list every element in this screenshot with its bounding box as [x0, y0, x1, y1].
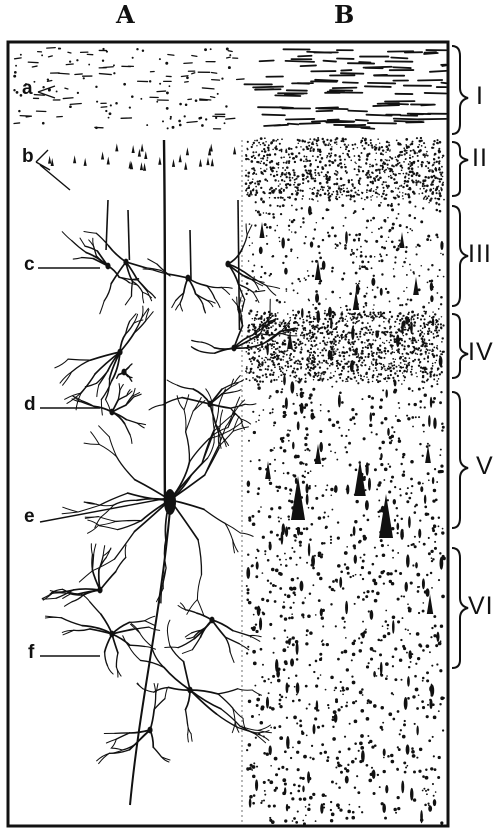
panel-a-neurons [42, 140, 297, 805]
layer-label-3: III [468, 240, 492, 269]
layer-label-5: V [476, 452, 494, 481]
cell-label-a: a [22, 78, 33, 100]
layer-braces [452, 46, 468, 668]
brace-4 [452, 314, 468, 378]
panel-label-b: B [334, 0, 354, 29]
leader-a [38, 86, 55, 98]
cell-label-b: b [22, 146, 34, 168]
layer-label-6: VI [468, 592, 494, 621]
brace-1 [452, 46, 468, 134]
brace-3 [452, 206, 468, 306]
cell-label-e: e [24, 506, 35, 528]
leader-b [36, 150, 70, 190]
cell-label-c: c [24, 254, 35, 276]
panel-b-layers [13, 47, 446, 825]
layer-label-2: II [472, 144, 488, 173]
panel-label-a: A [116, 0, 135, 29]
label-leaders [36, 86, 168, 656]
layer-label-4: IV [468, 338, 494, 367]
brace-6 [452, 548, 468, 668]
brace-5 [452, 392, 468, 528]
cell-label-d: d [24, 394, 36, 416]
layer-label-1: I [476, 82, 484, 111]
brace-2 [452, 142, 468, 196]
cell-label-f: f [28, 642, 34, 664]
